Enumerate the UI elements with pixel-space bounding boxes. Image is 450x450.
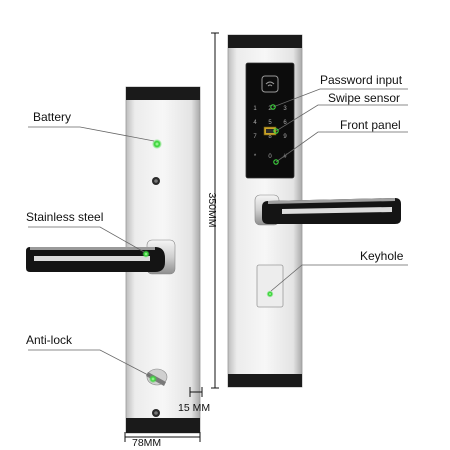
key-0[interactable]: 0	[268, 154, 272, 160]
callout-keyhole: Keyhole	[360, 249, 404, 263]
key-1[interactable]: 1	[253, 106, 257, 112]
callout-leaders	[28, 88, 408, 377]
callout-stainless-steel: Stainless steel	[26, 210, 103, 224]
callout-anti-lock: Anti-lock	[26, 333, 73, 347]
front-lock-body: 1 2 3 4 5 6 7 8 9 * 0 #	[227, 34, 401, 388]
key-9[interactable]: 9	[283, 134, 287, 140]
key-hash[interactable]: #	[283, 154, 287, 160]
key-3[interactable]: 3	[283, 106, 287, 112]
key-4[interactable]: 4	[253, 120, 257, 126]
keypad-keys: 1 2 3 4 5 6 7 8 9 * 0 #	[253, 106, 287, 160]
dimension-height: 350MM	[206, 192, 218, 227]
dimension-width: 78MM	[132, 437, 161, 449]
dimension-depth: 15 MM	[178, 402, 210, 414]
keypad-panel	[245, 62, 295, 179]
key-6[interactable]: 6	[283, 120, 287, 126]
back-top-cap	[126, 87, 200, 100]
front-lever-handle	[262, 198, 401, 224]
callout-password-input: Password input	[320, 73, 403, 87]
dimension-lines	[124, 32, 219, 442]
front-bottom-cap	[228, 374, 302, 387]
key-2[interactable]: 2	[268, 106, 272, 112]
key-8[interactable]: 8	[268, 134, 272, 140]
key-5[interactable]: 5	[268, 120, 272, 126]
key-star[interactable]: *	[254, 154, 257, 160]
rfid-card-icon	[261, 75, 279, 93]
callout-battery: Battery	[33, 110, 71, 124]
keyhole-cover	[256, 264, 284, 308]
front-top-cap	[228, 35, 302, 48]
callout-swipe-sensor: Swipe sensor	[328, 91, 400, 105]
back-lock-body	[26, 86, 201, 434]
callout-front-panel: Front panel	[340, 118, 401, 132]
back-lever-handle	[26, 247, 165, 272]
anti-lock-knob	[146, 368, 168, 386]
callout-dots	[270, 104, 279, 165]
key-7[interactable]: 7	[253, 134, 257, 140]
back-bottom-cap	[126, 418, 200, 433]
battery-indicator-icon	[152, 139, 162, 149]
